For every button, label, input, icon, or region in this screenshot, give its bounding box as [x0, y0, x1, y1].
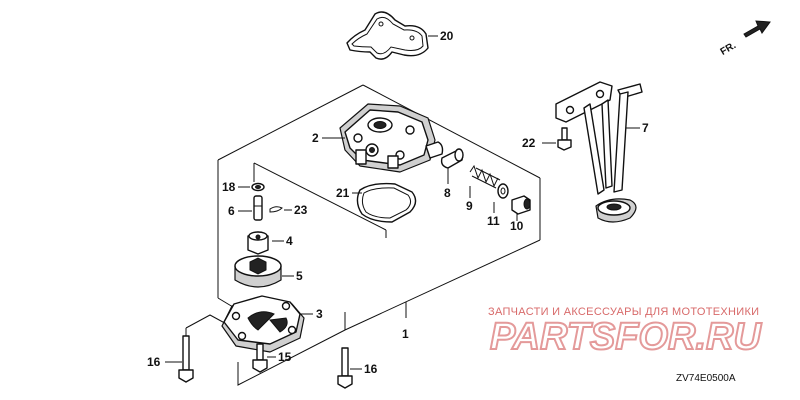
inner-rotor-part-4	[247, 231, 284, 255]
callout-1: 1	[402, 327, 409, 341]
callouts: 1 2 3 4 5 6 7 8 9 10 11 15 16 16 18 20 2…	[147, 29, 649, 376]
callout-22: 22	[522, 136, 536, 150]
callout-10: 10	[510, 219, 524, 233]
front-arrow-icon: FR.	[719, 20, 771, 58]
outer-rotor-part-5	[234, 255, 294, 288]
watermark: ЗАПЧАСТИ И АКСЕССУАРЫ ДЛЯ МОТОТЕХНИКИ PA…	[488, 306, 763, 359]
pin-part-23	[269, 206, 292, 213]
front-label: FR.	[719, 40, 739, 58]
callout-15: 15	[278, 350, 292, 364]
bolt-part-15	[252, 343, 276, 373]
relief-valve-part-8	[440, 148, 464, 184]
bolt-part-16-right	[337, 347, 362, 389]
callout-20: 20	[440, 29, 454, 43]
callout-21: 21	[336, 186, 350, 200]
gasket-part-21	[352, 182, 417, 223]
callout-6: 6	[228, 204, 235, 218]
callout-8: 8	[444, 186, 451, 200]
callout-18: 18	[222, 180, 236, 194]
callout-23: 23	[294, 203, 308, 217]
watermark-logo: PARTSFOR.RU	[490, 316, 762, 358]
ring-part-18	[238, 182, 265, 192]
callout-16-left: 16	[147, 355, 161, 369]
pump-housing-part-2	[322, 103, 444, 173]
plug-bolt-part-10	[511, 195, 531, 221]
callout-5: 5	[296, 269, 303, 283]
callout-4: 4	[286, 234, 293, 248]
pump-cover-part-3	[221, 295, 313, 353]
callout-16-right: 16	[364, 362, 378, 376]
bolt-part-16-left	[165, 335, 194, 383]
callout-2: 2	[312, 131, 319, 145]
callout-9: 9	[466, 199, 473, 213]
oil-strainer-part-7	[555, 81, 643, 223]
gasket-part-20	[346, 11, 438, 60]
callout-3: 3	[316, 307, 323, 321]
callout-7: 7	[642, 121, 649, 135]
sealing-washer-part-11	[493, 183, 509, 213]
watermark-tagline: ЗАПЧАСТИ И АКСЕССУАРЫ ДЛЯ МОТОТЕХНИКИ	[488, 306, 759, 318]
pump-shaft-part-6	[238, 195, 263, 221]
diagram-code: ZV74E0500A	[676, 373, 736, 384]
callout-11: 11	[487, 214, 500, 228]
bolt-part-22	[542, 127, 572, 151]
relief-spring-part-9	[469, 164, 501, 198]
